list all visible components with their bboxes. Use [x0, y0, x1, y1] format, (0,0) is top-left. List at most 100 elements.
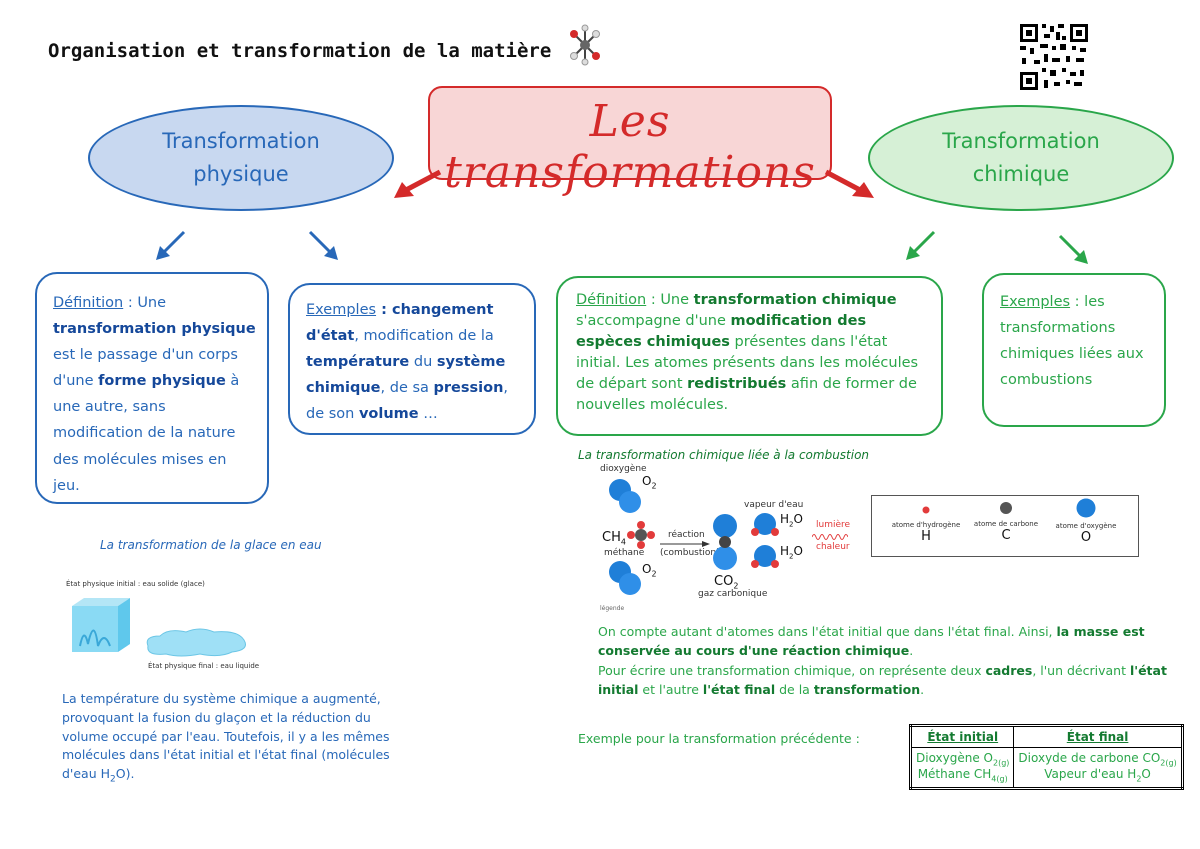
text: O: [793, 512, 803, 526]
text: CH: [602, 530, 621, 545]
green-arrow-left-icon: [906, 230, 936, 260]
h2o-molecule-top: [751, 513, 779, 536]
text: On compte autant d'atomes dans l'état in…: [598, 624, 1057, 639]
label-chaleur: chaleur: [816, 542, 850, 552]
text: Pour écrire une transformation chimique,…: [598, 662, 986, 678]
combustion-diagram: dioxygène O2 CH4 méthane O2 réaction (co…: [580, 462, 900, 612]
text: Dioxygène O: [916, 751, 993, 765]
co2-molecule: [713, 514, 737, 570]
arrow-to-chimique-icon: [824, 169, 874, 198]
branch-chimique-label: Transformation chimique: [942, 129, 1100, 186]
text: à une autre, sans modification de la nat…: [53, 373, 240, 494]
subscript: 2: [651, 569, 657, 579]
definition-physique-box: Définition : Une transformation physique…: [35, 272, 269, 504]
text: : Une: [646, 292, 694, 308]
cell-line: Dioxygène O2(g): [916, 751, 1009, 767]
keyword: température: [306, 354, 410, 371]
blue-arrow-left-icon: [156, 230, 186, 260]
keyword: volume: [358, 406, 419, 423]
text: O).: [115, 766, 135, 781]
label-reaction: réaction: [668, 530, 705, 540]
legend-name: atome d'hydrogène: [891, 521, 961, 529]
atom-legend: atome d'hydrogène H atome de carbone C a…: [871, 495, 1139, 557]
text: s'accompagne d'une: [576, 313, 731, 330]
example-label: Exemple pour la transformation précédent…: [578, 731, 860, 746]
arrow-to-physique-icon: [394, 169, 442, 198]
reaction-arrow-icon: [660, 541, 710, 547]
keyword: redistribués: [687, 376, 787, 393]
def-label: Définition: [53, 295, 124, 311]
table-row: Dioxygène O2(g) Méthane CH4(g) Dioxyde d…: [909, 747, 1183, 789]
text: O: [642, 562, 652, 576]
label-methane: méthane: [604, 548, 645, 558]
text: présentes dans l'état initial. Les atome…: [576, 334, 919, 393]
green-arrow-right-icon: [1058, 234, 1088, 264]
text: La température du système chimique a aug…: [62, 691, 390, 781]
central-title: Les transformations: [444, 96, 816, 198]
legend-oxygen: atome d'oxygène O: [1044, 498, 1128, 545]
text: , de sa: [380, 380, 434, 397]
label-dioxygene: dioxygène: [600, 464, 647, 474]
formula-h2o-bottom: H2O: [780, 544, 803, 560]
cell-line: Vapeur d'eau H2O: [1018, 767, 1176, 783]
paragraph-conservation: On compte autant d'atomes dans l'état in…: [598, 622, 1168, 700]
text: .: [920, 682, 925, 698]
text: O: [642, 474, 652, 488]
formula-h2o-top: H2O: [780, 512, 803, 528]
keyword: forme physique: [98, 373, 226, 390]
wave-icon: [812, 534, 848, 540]
hydrogen-atom-icon: [922, 506, 930, 514]
header-etat-initial: État initial: [909, 725, 1015, 748]
carbon-atom-icon: [1000, 502, 1012, 514]
o2-molecule-bottom: [609, 561, 641, 595]
keyword: l'état initial: [598, 662, 1167, 698]
definition-chimique-box: Définition : Une transformation chimique…: [556, 276, 943, 436]
cell-line: Dioxyde de carbone CO2(g): [1018, 751, 1176, 767]
branch-transformation-physique: Transformation physique: [88, 105, 394, 211]
keyword: transformation physique: [53, 321, 256, 338]
legend-name: atome d'oxygène: [1055, 522, 1117, 530]
molecule-icon: [570, 24, 600, 66]
keyword: changement d'état: [306, 302, 494, 345]
cell-line: Méthane CH4(g): [916, 767, 1009, 783]
label-vapeur: vapeur d'eau: [744, 500, 804, 510]
central-title-box: [428, 86, 832, 180]
glace-initial-label: État physique initial : eau solide (glac…: [66, 580, 205, 588]
text: .: [909, 643, 914, 659]
subscript: 2(g): [1160, 758, 1177, 768]
h2o-molecule-bottom: [751, 545, 779, 568]
text: , l'un décrivant: [1032, 662, 1130, 678]
text: et l'autre: [638, 682, 703, 698]
page-title: Organisation et transformation de la mat…: [48, 40, 552, 62]
text: Vapeur d'eau H: [1044, 767, 1137, 782]
qr-code-icon: [1018, 22, 1090, 92]
caption-combustion: La transformation chimique liée à la com…: [578, 448, 870, 462]
text: , de son: [306, 380, 509, 423]
paragraph-line: On compte autant d'atomes dans l'état in…: [598, 622, 1168, 661]
subscript: 2: [789, 552, 794, 561]
text: , modification de la: [354, 328, 494, 345]
label-gaz-carbonique: gaz carbonique: [698, 589, 768, 599]
keyword: système chimique: [306, 354, 506, 397]
text: du: [409, 354, 437, 371]
legend-hydrogen: atome d'hydrogène H: [886, 502, 966, 544]
text: :: [376, 302, 392, 318]
label-legende: légende: [600, 605, 625, 612]
state-table: État initial État final Dioxygène O2(g) …: [909, 724, 1184, 790]
text: est le passage d'un corps d'une: [53, 347, 238, 390]
keyword: la masse est conservée au cours d'une ré…: [598, 624, 1145, 659]
keyword: transformation: [813, 682, 921, 698]
o2-molecule-top: [609, 479, 641, 513]
text: O: [1141, 767, 1151, 782]
water-puddle-image: [146, 628, 246, 657]
keyword: modification des espèces chimiques: [576, 313, 867, 351]
exemples-physique-box: Exemples : changement d'état, modificati…: [288, 283, 536, 435]
def-label: Définition: [576, 292, 647, 308]
legend-symbol: H: [921, 529, 931, 544]
branch-transformation-chimique: Transformation chimique: [868, 105, 1174, 211]
glace-final-label: État physique final : eau liquide: [148, 662, 260, 670]
legend-carbon: atome de carbone C: [966, 500, 1046, 543]
label-combustion: (combustion): [660, 548, 720, 558]
ch4-molecule: [627, 521, 655, 549]
caption-glace: La transformation de la glace en eau: [100, 538, 322, 552]
